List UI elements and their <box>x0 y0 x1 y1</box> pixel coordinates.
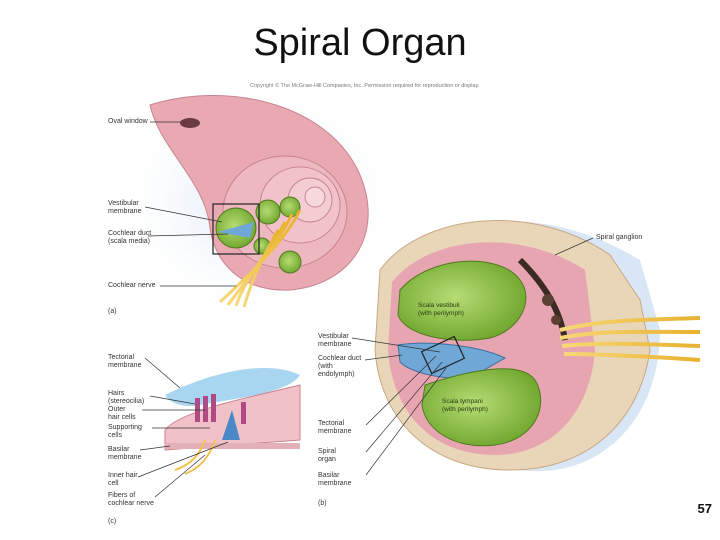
slide-title: Spiral Organ <box>253 22 467 64</box>
tectorial-membrane-shape <box>165 367 300 406</box>
nerve-fibers-c <box>174 439 216 475</box>
label-tectorial-membrane-c: Tectorial membrane <box>108 354 142 369</box>
label-vestibular-membrane-a: Vestibular membrane <box>108 200 142 215</box>
label-cochlear-duct-a: Cochlear duct (scala media) <box>108 230 152 245</box>
label-panel-c: (c) <box>108 518 117 525</box>
label-outer-hair-cells: Outer hair cells <box>108 406 136 421</box>
duct-detail-box <box>212 203 260 255</box>
label-hairs: Hairs (stereocilia) <box>108 390 145 405</box>
scala-tympani <box>421 368 542 447</box>
label-basilar-membrane-c: Basilar membrane <box>108 446 142 461</box>
label-cochlear-nerve-fibers: Fibers of cochlear nerve <box>108 492 154 507</box>
page-number: 57 <box>697 501 712 516</box>
label-basilar-membrane-b: Basilar membrane <box>318 472 352 487</box>
cochlear-duct <box>397 342 507 379</box>
spiral-organ-detail-box <box>420 335 466 375</box>
tunnel-of-corti <box>222 410 240 440</box>
leader-lines <box>137 121 594 498</box>
panel-a-cochlea <box>110 75 410 325</box>
scala-vestibuli <box>397 260 527 341</box>
cochlear-duct-sections <box>215 196 302 274</box>
label-panel-b: (b) <box>318 500 327 507</box>
label-spiral-ganglion: Spiral ganglion <box>596 234 643 241</box>
cochlear-nerve-bundle <box>218 209 302 308</box>
panel-b-cross-section <box>374 220 701 472</box>
cochlea-apex <box>304 186 326 208</box>
label-scala-tympani: Scala tympani (with perilymph) <box>442 398 488 413</box>
label-inner-hair-cell: Inner hair cell <box>108 472 138 487</box>
label-oval-window: Oval window <box>108 118 148 125</box>
copyright-notice: Copyright © The McGraw-Hill Companies, I… <box>250 83 480 89</box>
label-scala-vestibuli: Scala vestibuli (with perilymph) <box>418 302 464 317</box>
label-vestibular-membrane-b: Vestibular membrane <box>318 333 352 348</box>
label-panel-a: (a) <box>108 308 117 315</box>
cochlear-nerve-fibers-b <box>559 316 701 362</box>
panel-c-spiral-organ <box>164 367 301 475</box>
label-cochlear-duct-b: Cochlear duct (with endolymph) <box>318 355 362 378</box>
label-spiral-organ: Spiral organ <box>318 448 336 463</box>
basilar-membrane-strip <box>165 443 300 449</box>
label-tectorial-membrane-b: Tectorial membrane <box>318 420 352 435</box>
oval-window <box>180 118 200 128</box>
label-supporting-cells: Supporting cells <box>108 424 142 439</box>
label-cochlear-nerve: Cochlear nerve <box>108 282 156 289</box>
